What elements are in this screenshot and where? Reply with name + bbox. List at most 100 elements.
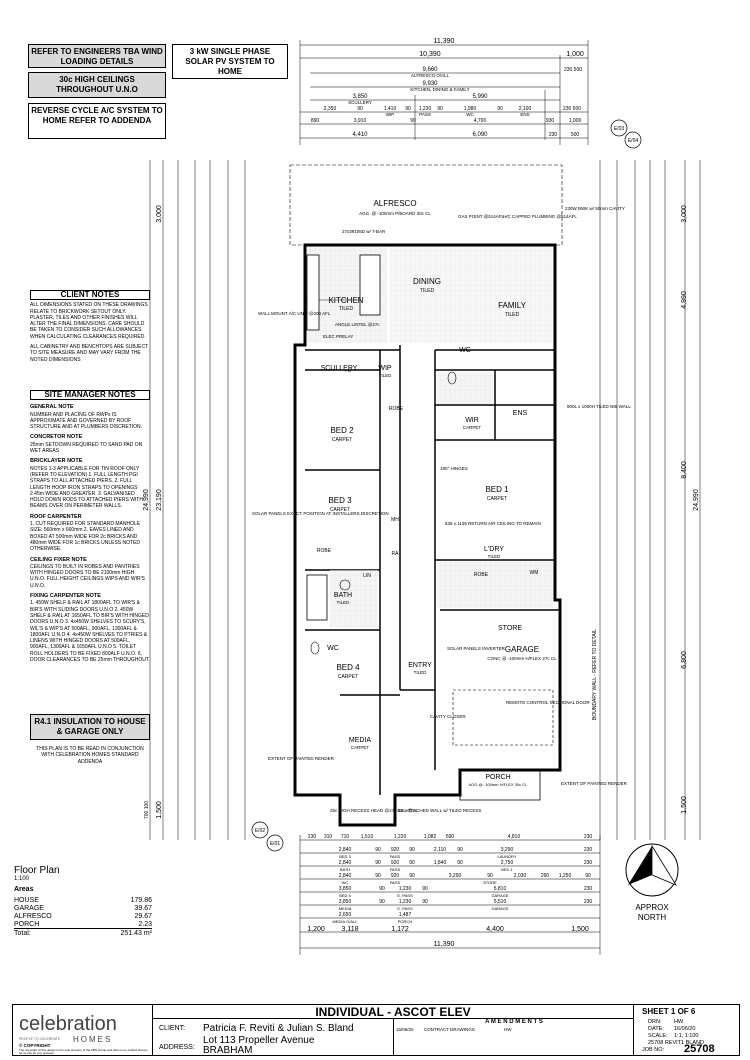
top-dimension-lines [299,40,589,145]
total-value: 251.43 m² [89,928,152,937]
dim-row4-7: 90 [497,106,503,112]
room-bed-3: BED 3 [328,496,352,505]
ceilings-note-text: 30c HIGH CEILINGS THROUGHOUT U.N.O [56,75,138,94]
room-robe-2: ROBE [317,548,332,554]
amendment-desc: CONTRACT DRAWINGS [424,1027,475,1032]
bdim-r5-3: 90 [422,899,428,905]
lintel-note: 27x39105D w/ T-BAR [342,229,386,234]
painted-render-left: EXTENT OF PAINTED RENDER [268,756,335,761]
bdim-r3-8: 1,250 [559,873,572,879]
bdim-r1-1: 90 [375,847,381,853]
bdim-r7-4: 1,500 [571,926,589,933]
aircon-unit-note: WALL MOUNT A/C UNIT @200 AFL [258,311,331,316]
bottom-dimension-text: 230 310 710 1,510 1,220 1,082 590 4,810 … [307,834,592,948]
bdim-r0-6: 590 [446,834,455,840]
floor-plan-scale: 1:100 [14,876,30,882]
angle-lintel-note: ANGLE LINTEL @27c [335,322,380,327]
dim-left-bottom: 1,500 [156,801,163,819]
dim-right-b: 8,400 [681,461,688,479]
blabel-media: MEDIA [339,906,352,911]
alfresco-floor: AGG. @ -100mm P/BOARD 30c CL [359,211,431,216]
title-block: celebration HOMES PEOPLE TO CELEBRATE © … [12,1004,740,1056]
room-wc-2: WC [327,645,339,652]
return-air-note: 535 x 1135 RETURN AIR CEILING TO REMAIN [445,521,541,526]
address-line-1: Lot 113 Propeller Avenue [203,1035,315,1046]
room-porch: PORCH [485,774,510,781]
top-dimension-text: 11,390 10,390 1,000 9,660 ALFRESCO O/ALL… [311,38,584,138]
logo-tagline: PEOPLE TO CELEBRATE [19,1037,61,1041]
dim-row5-5: 1,000 [569,118,582,124]
side-dimension-lines [149,160,701,840]
sheet-info: SHEET 1 OF 6 DRN: HW DATE: 16/06/20 SCAL… [633,1005,739,1055]
bdim-r5-4: 5,510 [494,899,507,905]
room-lin: LIN [363,573,371,579]
ceiling-heading: CEILING FIXER NOTE [30,556,87,563]
drn-label: DRN: [648,1019,662,1025]
north-arrow: APPROX NORTH [625,843,679,922]
addenda-note: THIS PLAN IS TO BE READ IN CONJUNCTION W… [36,746,144,765]
bdim-r7-2: 1,172 [391,926,409,933]
dim-row4-4: 1,230 [419,106,432,112]
cavity-closer-note: CAVITY CLOSER [430,714,466,719]
bdim-r5-2: 1,230 [399,899,412,905]
blabel-bed4: BED 4 [339,893,351,898]
bdim-r3-5: 90 [487,873,493,879]
amendment-date: 16/06/20 [396,1027,414,1032]
fixing-heading: FIXING CARPENTER NOTE [30,593,101,600]
celebration-logo: celebration [19,1013,117,1035]
ens-toilet [447,371,457,385]
alfresco-outline [289,164,563,246]
attached-wall-note: 30c ATTACHED WALL w/ TILED RECESS [397,808,481,813]
bdim-r6-1: 1,487 [399,912,412,918]
porch-outline [459,769,541,801]
bdim-r4-3: 90 [422,886,428,892]
recess-note: 25c HIGH RECESS HEAD @27c SILL @2c [330,808,418,813]
dim-row4-5: 90 [437,106,443,112]
blabel-laundry: LAUNDRY [497,854,516,859]
family-floor: TILED [505,312,520,318]
bdim-r2-1: 90 [375,860,381,866]
dim-ens-label: ENS [520,112,529,117]
dim-row4-0: 2,350 [324,106,337,112]
dim-top-overall: 11,390 [434,38,455,45]
dim-row5-4: 930 [546,118,555,124]
file-name: 25708 REVIT1 BLAND [648,1040,704,1046]
area-name: ALFRESCO [14,912,52,920]
gas-note: GAS POINT @514AFL [458,214,504,219]
engineers-note-text: REFER TO ENGINEERS TBA WIND LOADING DETA… [31,47,163,66]
dim-row6-3: 500 [571,132,580,138]
room-robe-1: ROBE [389,406,404,412]
dim-left-main: 23,190 [156,489,163,511]
bdim-r0-4: 1,220 [394,834,407,840]
porch-floor: AGG @ -100mm H/FLEX 30c CL [469,782,529,787]
amendment-by: HW [504,1027,512,1032]
dim-left-overall: 24,990 [143,489,150,511]
client-note-2: ALL CABINETRY AND BENCHTOPS ARE SUBJECT … [30,344,149,363]
bath-basin [339,579,351,591]
copyright-label: © COPYRIGHT [19,1043,51,1048]
copyright-text: The copyright of this design is the sole… [19,1048,148,1056]
ensuite-tiles [437,372,493,404]
elevation-e02: E/02 [255,828,266,834]
room-alfresco: ALFRESCO [373,199,416,208]
client-name: Patricia F. Reviti & Julian S. Bland [203,1023,354,1034]
bath-tiles [330,570,378,628]
engineers-note: REFER TO ENGINEERS TBA WIND LOADING DETA… [28,44,166,68]
blabel-media-oall: MEDIA O/ALL [333,919,359,924]
dim-kdf-label: KITCHEN, DINING & FAMILY [410,87,469,92]
bdim-r2-4: 1,840 [434,860,447,866]
aircon-note: REVERSE CYCLE A/C SYSTEM TO HOME REFER T… [28,103,166,139]
dim-scullery: 3,850 [352,94,368,100]
scale-label: SCALE: [648,1033,668,1039]
room-scullery: SCULLERY [321,365,358,372]
dim-row4-1: 90 [357,106,363,112]
room-store: STORE [498,625,522,632]
dim-right-top: 3,000 [681,205,688,223]
bdim-r5-0: 3,850 [339,899,352,905]
address-line-2: BRABHAM [203,1045,253,1056]
logo-area: celebration HOMES PEOPLE TO CELEBRATE © … [13,1005,153,1055]
